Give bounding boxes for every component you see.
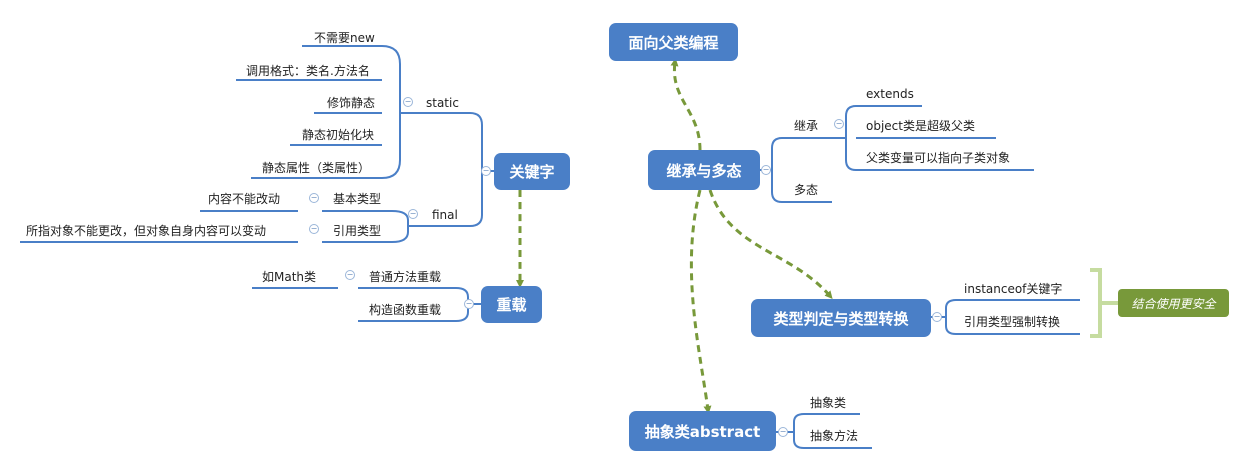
collapse-toggle-normal-overload[interactable]: − (345, 270, 355, 280)
collapse-toggle-inheritance[interactable]: − (761, 165, 771, 175)
abstract-method[interactable]: 抽象方法 (810, 429, 859, 443)
final-basic-type-note[interactable]: 内容不能改动 (208, 192, 281, 206)
overload-normal-note[interactable]: 如Math类 (262, 270, 317, 284)
abstract-class[interactable]: 抽象类 (810, 396, 847, 410)
static-item-no-new[interactable]: 不需要new (314, 31, 375, 45)
collapse-toggle-inherit[interactable]: − (834, 119, 844, 129)
poly-label[interactable]: 多态 (794, 183, 819, 197)
static-item-class-attr[interactable]: 静态属性（类属性） (262, 161, 371, 175)
overload-constructor[interactable]: 构造函数重载 (369, 303, 442, 317)
collapse-toggle-static[interactable]: − (403, 97, 413, 107)
node-abstract[interactable]: 抽象类abstract (629, 411, 776, 451)
overload-normal[interactable]: 普通方法重载 (369, 270, 442, 284)
collapse-toggle-keyword[interactable]: − (481, 166, 491, 176)
collapse-toggle-ref-type[interactable]: − (309, 224, 319, 234)
node-parent-programming[interactable]: 面向父类编程 (609, 23, 738, 61)
type-check-instanceof[interactable]: instanceof关键字 (964, 282, 1063, 296)
node-keyword[interactable]: 关键字 (494, 153, 570, 190)
static-item-call-format[interactable]: 调用格式：类名.方法名 (246, 64, 370, 78)
summary-safer-together[interactable]: 结合使用更安全 (1118, 289, 1229, 317)
final-ref-type[interactable]: 引用类型 (333, 224, 382, 238)
inherit-item-object[interactable]: object类是超级父类 (866, 119, 975, 133)
node-inheritance-polymorphism[interactable]: 继承与多态 (648, 150, 760, 190)
node-type-check[interactable]: 类型判定与类型转换 (751, 299, 931, 337)
collapse-toggle-basic-type[interactable]: − (309, 193, 319, 203)
collapse-toggle-final[interactable]: − (408, 209, 418, 219)
final-basic-type[interactable]: 基本类型 (333, 192, 382, 206)
collapse-toggle-overload[interactable]: − (464, 299, 474, 309)
inherit-item-extends[interactable]: extends (866, 87, 914, 101)
static-item-modify-static[interactable]: 修饰静态 (327, 96, 376, 110)
collapse-toggle-type-check[interactable]: − (932, 312, 942, 322)
collapse-toggle-abstract[interactable]: − (778, 427, 788, 437)
static-item-init-block[interactable]: 静态初始化块 (302, 128, 375, 142)
inherit-item-parent-var[interactable]: 父类变量可以指向子类对象 (866, 151, 1011, 165)
type-check-cast[interactable]: 引用类型强制转换 (964, 315, 1061, 329)
final-label[interactable]: final (432, 208, 458, 222)
static-label[interactable]: static (426, 96, 459, 110)
inherit-label[interactable]: 继承 (794, 119, 819, 133)
final-ref-type-note[interactable]: 所指对象不能更改，但对象自身内容可以变动 (26, 224, 267, 238)
node-overload[interactable]: 重载 (481, 286, 542, 323)
